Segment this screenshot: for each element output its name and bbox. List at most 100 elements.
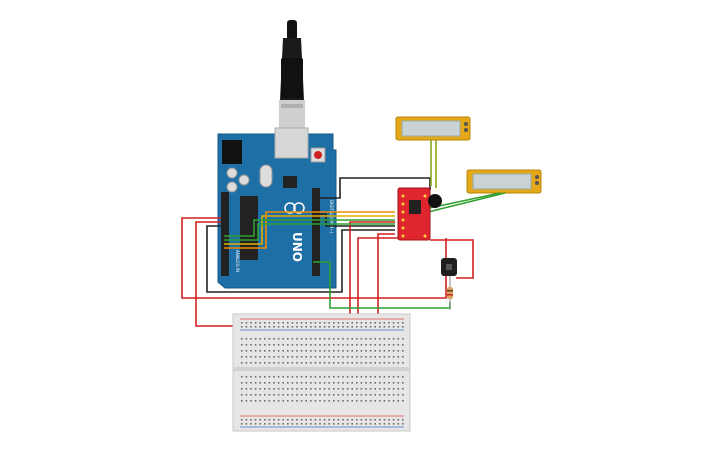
- breadboard-hole: [388, 394, 390, 396]
- breadboard-hole: [342, 356, 344, 358]
- breadboard-hole: [383, 400, 386, 402]
- breadboard-hole: [346, 419, 349, 421]
- breadboard-hole: [268, 376, 271, 378]
- breadboard-hole: [300, 394, 303, 396]
- breadboard-hole: [241, 322, 243, 324]
- breadboard-hole: [268, 322, 271, 324]
- breadboard-hole: [337, 382, 340, 384]
- breadboard-hole: [333, 423, 335, 425]
- breadboard-hole: [245, 423, 248, 425]
- breadboard-hole: [300, 419, 303, 421]
- breadboard-hole: [254, 423, 257, 425]
- temperature-sensor[interactable]: [441, 258, 457, 276]
- breadboard-hole: [356, 423, 358, 425]
- breadboard-hole: [360, 326, 363, 328]
- breadboard-hole: [241, 362, 243, 364]
- breadboard-hole: [314, 423, 317, 425]
- breadboard-hole: [273, 338, 275, 340]
- lcd-display-2[interactable]: [466, 169, 542, 194]
- breadboard-hole: [374, 382, 376, 384]
- lcd-display-1[interactable]: [395, 116, 471, 141]
- breadboard-hole: [402, 382, 404, 384]
- power-header: [221, 192, 229, 276]
- breadboard-hole: [351, 338, 353, 340]
- breadboard-hole: [300, 344, 303, 346]
- breadboard-hole: [277, 338, 280, 340]
- breadboard-hole: [374, 350, 376, 352]
- breadboard-hole: [369, 394, 372, 396]
- breadboard-hole: [397, 400, 399, 402]
- breadboard-hole: [351, 394, 353, 396]
- breadboard-hole: [342, 344, 344, 346]
- capacitor: [238, 174, 250, 186]
- breadboard-hole: [397, 350, 399, 352]
- breadboard-hole: [259, 356, 261, 358]
- breadboard-hole: [356, 322, 358, 324]
- breadboard-hole: [397, 376, 399, 378]
- breadboard-hole: [351, 350, 353, 352]
- breadboard-hole: [365, 322, 367, 324]
- breadboard-hole: [273, 356, 275, 358]
- breadboard-hole: [369, 350, 372, 352]
- breadboard-hole: [291, 326, 294, 328]
- breadboard-hole: [356, 344, 358, 346]
- breadboard-hole: [287, 419, 289, 421]
- breadboard-hole: [369, 356, 372, 358]
- breadboard-hole: [291, 376, 294, 378]
- breadboard-hole: [296, 356, 298, 358]
- power-jack: [222, 140, 242, 164]
- breadboard-hole: [351, 376, 353, 378]
- breadboard-hole: [264, 322, 266, 324]
- breadboard-hole: [360, 400, 363, 402]
- breadboard-hole: [268, 400, 271, 402]
- breadboard-hole: [319, 356, 321, 358]
- breadboard-hole: [300, 382, 303, 384]
- breadboard-hole: [351, 362, 353, 364]
- breadboard-hole: [402, 376, 404, 378]
- breadboard-hole: [342, 322, 344, 324]
- red-driver-module[interactable]: [397, 187, 431, 241]
- breadboard-hole: [351, 322, 353, 324]
- breadboard-hole: [310, 388, 312, 390]
- breadboard-hole: [383, 326, 386, 328]
- breadboard-hole: [314, 382, 317, 384]
- breadboard-hole: [397, 344, 399, 346]
- breadboard-hole: [365, 344, 367, 346]
- arduino-uno-board[interactable]: UNO DIGITAL (PWM~) ANALOG IN: [217, 127, 337, 289]
- breadboard-hole: [356, 394, 358, 396]
- breadboard-hole: [365, 376, 367, 378]
- breadboard-hole: [245, 326, 248, 328]
- breadboard-hole: [264, 419, 266, 421]
- usb-cable[interactable]: [279, 20, 305, 128]
- breadboard-hole: [328, 382, 330, 384]
- breadboard[interactable]: [232, 313, 411, 432]
- breadboard-hole: [296, 376, 298, 378]
- breadboard-hole: [328, 350, 330, 352]
- breadboard-hole: [310, 350, 312, 352]
- breadboard-hole: [379, 419, 381, 421]
- breadboard-hole: [323, 338, 326, 340]
- breadboard-hole: [402, 326, 404, 328]
- breadboard-hole: [250, 388, 252, 390]
- breadboard-hole: [342, 388, 344, 390]
- breadboard-hole: [342, 400, 344, 402]
- resistor[interactable]: [447, 276, 453, 310]
- breadboard-hole: [310, 394, 312, 396]
- breadboard-hole: [328, 356, 330, 358]
- breadboard-hole: [374, 388, 376, 390]
- breadboard-hole: [383, 419, 386, 421]
- piezo-buzzer[interactable]: [428, 194, 442, 208]
- breadboard-hole: [392, 344, 395, 346]
- breadboard-hole: [388, 322, 390, 324]
- breadboard-hole: [259, 338, 261, 340]
- breadboard-hole: [337, 376, 340, 378]
- breadboard-hole: [342, 338, 344, 340]
- breadboard-hole: [245, 344, 248, 346]
- breadboard-hole: [245, 388, 248, 390]
- breadboard-hole: [392, 350, 395, 352]
- breadboard-hole: [282, 388, 284, 390]
- breadboard-hole: [277, 419, 280, 421]
- breadboard-hole: [254, 376, 257, 378]
- breadboard-hole: [379, 400, 381, 402]
- breadboard-hole: [333, 419, 335, 421]
